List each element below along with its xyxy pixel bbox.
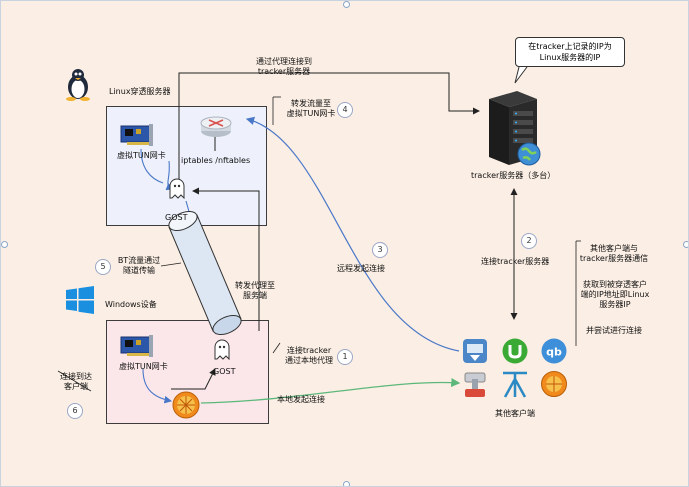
connect-to-client-label: 连接到达 客户端	[60, 372, 92, 391]
windows-logo-icon	[66, 286, 94, 314]
network-card-icon	[120, 124, 153, 146]
linux-tun-label: 虚拟TUN网卡	[117, 151, 166, 160]
tracker-server-label: tracker服务器（多台）	[471, 171, 556, 180]
gost-ghost-icon	[214, 339, 230, 360]
side-note-try-connect: 并尝试进行连接	[586, 326, 642, 335]
globe-icon	[517, 142, 541, 166]
connect-tracker-server-label: 连接tracker服务器	[481, 257, 550, 266]
selection-handle[interactable]	[343, 481, 350, 486]
network-card-icon	[120, 335, 153, 357]
local-connect-label: 本地发起连接	[277, 395, 325, 404]
side-note-communicate: 其他客户端与 tracker服务器通信	[579, 244, 649, 263]
selection-handle[interactable]	[343, 1, 350, 8]
tux-icon	[66, 69, 90, 101]
other-clients-label: 其他客户端	[495, 409, 535, 418]
selection-handle[interactable]	[683, 241, 688, 248]
iptables-label: iptables /nftables	[181, 156, 251, 165]
linux-server-label: Linux穿透服务器	[109, 87, 171, 96]
windows-gost-label: GOST	[213, 367, 236, 376]
transmission-icon	[464, 372, 486, 397]
qbittorrent-icon: qb	[541, 338, 567, 364]
linux-gost-label: GOST	[165, 213, 188, 222]
side-note-get-ip: 获取到被穿透客户 端的IP地址即Linux 服务器IP	[580, 280, 650, 309]
windows-device-label: Windows设备	[105, 300, 157, 309]
bitcomet-icon	[541, 371, 567, 397]
tixati-icon	[503, 371, 527, 398]
connect-tracker-label: 连接tracker 通过本地代理	[285, 346, 333, 365]
router-icon	[200, 116, 232, 137]
tunnel-cylinder	[168, 210, 242, 336]
step-3-badge: 3	[372, 242, 388, 258]
forward-server-label: 转发代理至 服务端	[235, 281, 275, 300]
step-6-badge: 6	[67, 403, 83, 419]
step-4-badge: 4	[337, 102, 353, 118]
step-5-badge: 5	[95, 259, 111, 275]
transmission-remote-icon	[463, 339, 487, 363]
windows-tun-label: 虚拟TUN网卡	[119, 362, 168, 371]
tracker-callout: 在tracker上记录的IP为 Linux服务器的IP	[515, 37, 625, 67]
svg-text:qb: qb	[546, 346, 562, 359]
forward-tun-label: 转发流量至 虚拟TUN网卡	[286, 99, 336, 118]
bt-client-icon	[172, 391, 200, 419]
bt-tunnel-label: BT流量通过 隧道传输	[117, 256, 161, 275]
gost-ghost-icon	[169, 178, 185, 199]
remote-connect-label: 远程发起连接	[337, 264, 385, 273]
step-2-badge: 2	[521, 233, 537, 249]
selection-handle[interactable]	[1, 241, 8, 248]
utorrent-icon	[502, 338, 528, 364]
proxy-to-tracker-label: 通过代理连接到 tracker服务器	[256, 57, 312, 76]
step-1-badge: 1	[337, 349, 353, 365]
callout-tail	[514, 67, 528, 84]
